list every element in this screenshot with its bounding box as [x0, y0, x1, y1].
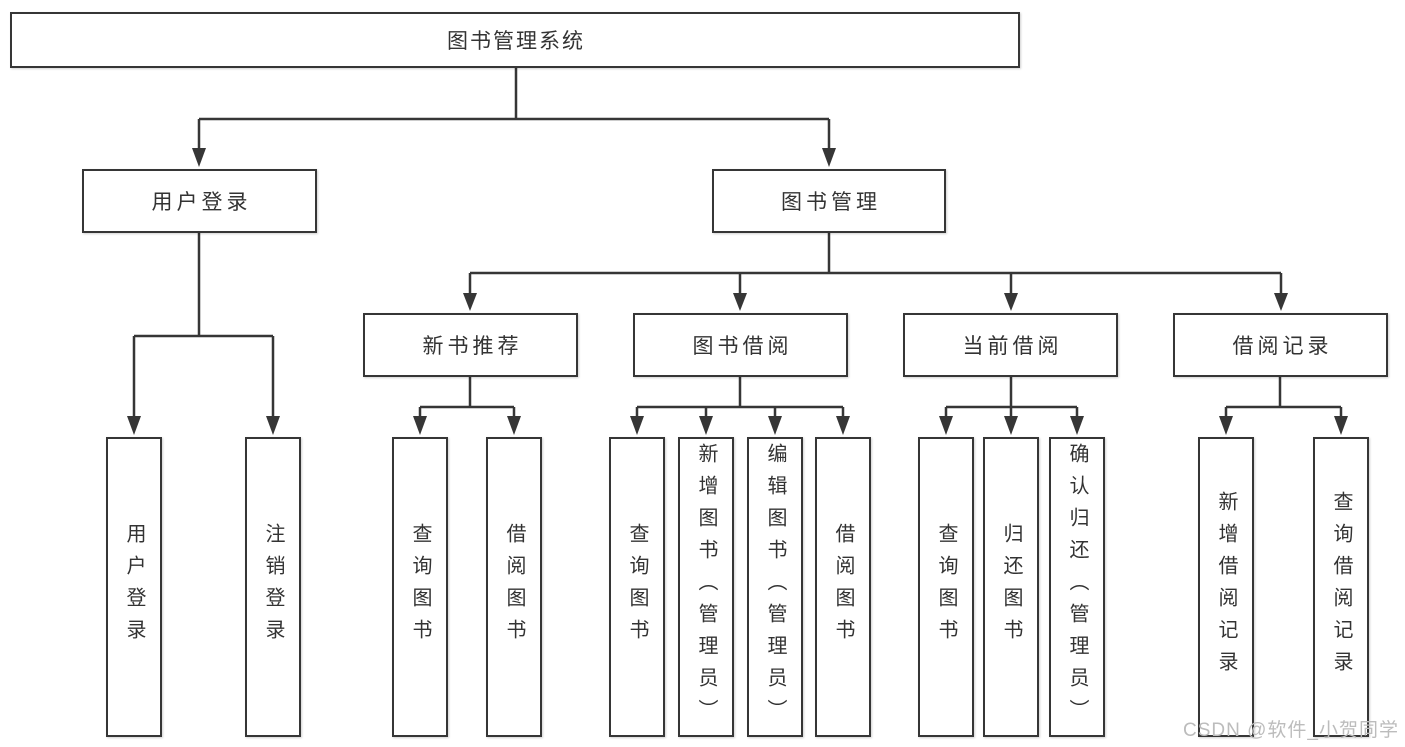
leaf-label: 编辑图书（管理员） [764, 443, 786, 731]
leaf-query-books-recommend: 查询图书 [392, 437, 448, 737]
leaf-add-borrow-record: 新增借阅记录 [1198, 437, 1254, 737]
node-label: 新书推荐 [422, 335, 523, 358]
leaf-label: 查询图书 [626, 523, 648, 651]
leaf-confirm-return-admin: 确认归还（管理员） [1049, 437, 1105, 737]
leaf-label: 查询图书 [409, 523, 431, 651]
node-book-borrow: 图书借阅 [633, 313, 848, 377]
leaf-label: 新增图书（管理员） [695, 443, 717, 731]
leaf-logout: 注销登录 [245, 437, 301, 737]
node-label: 图书管理系统 [447, 30, 585, 53]
leaf-edit-books-admin: 编辑图书（管理员） [747, 437, 803, 737]
node-new-book-recommend: 新书推荐 [363, 313, 578, 377]
leaf-add-books-admin: 新增图书（管理员） [678, 437, 734, 737]
node-library-management-system: 图书管理系统 [10, 12, 1020, 68]
leaf-borrow-books-recommend: 借阅图书 [486, 437, 542, 737]
node-borrow-records: 借阅记录 [1173, 313, 1388, 377]
node-label: 用户登录 [151, 191, 252, 214]
leaf-user-login: 用户登录 [106, 437, 162, 737]
leaf-label: 归还图书 [1000, 523, 1022, 651]
node-user-login: 用户登录 [82, 169, 317, 233]
leaf-borrow-books: 借阅图书 [815, 437, 871, 737]
leaf-query-books-borrow: 查询图书 [609, 437, 665, 737]
leaf-return-books: 归还图书 [983, 437, 1039, 737]
leaf-label: 注销登录 [262, 523, 284, 651]
leaf-label: 确认归还（管理员） [1066, 443, 1088, 731]
node-book-management: 图书管理 [712, 169, 946, 233]
leaf-label: 借阅图书 [832, 523, 854, 651]
node-label: 当前借阅 [962, 335, 1063, 358]
node-label: 图书管理 [781, 191, 881, 214]
node-label: 借阅记录 [1232, 335, 1333, 358]
leaf-query-books-current: 查询图书 [918, 437, 974, 737]
leaf-label: 借阅图书 [503, 523, 525, 651]
arrowhead-icons [127, 148, 1348, 435]
leaf-label: 查询图书 [935, 523, 957, 651]
leaf-query-borrow-record: 查询借阅记录 [1313, 437, 1369, 737]
node-label: 图书借阅 [692, 335, 793, 358]
leaf-label: 用户登录 [123, 523, 145, 651]
leaf-label: 查询借阅记录 [1330, 491, 1352, 683]
leaf-label: 新增借阅记录 [1215, 491, 1237, 683]
node-current-borrow: 当前借阅 [903, 313, 1118, 377]
